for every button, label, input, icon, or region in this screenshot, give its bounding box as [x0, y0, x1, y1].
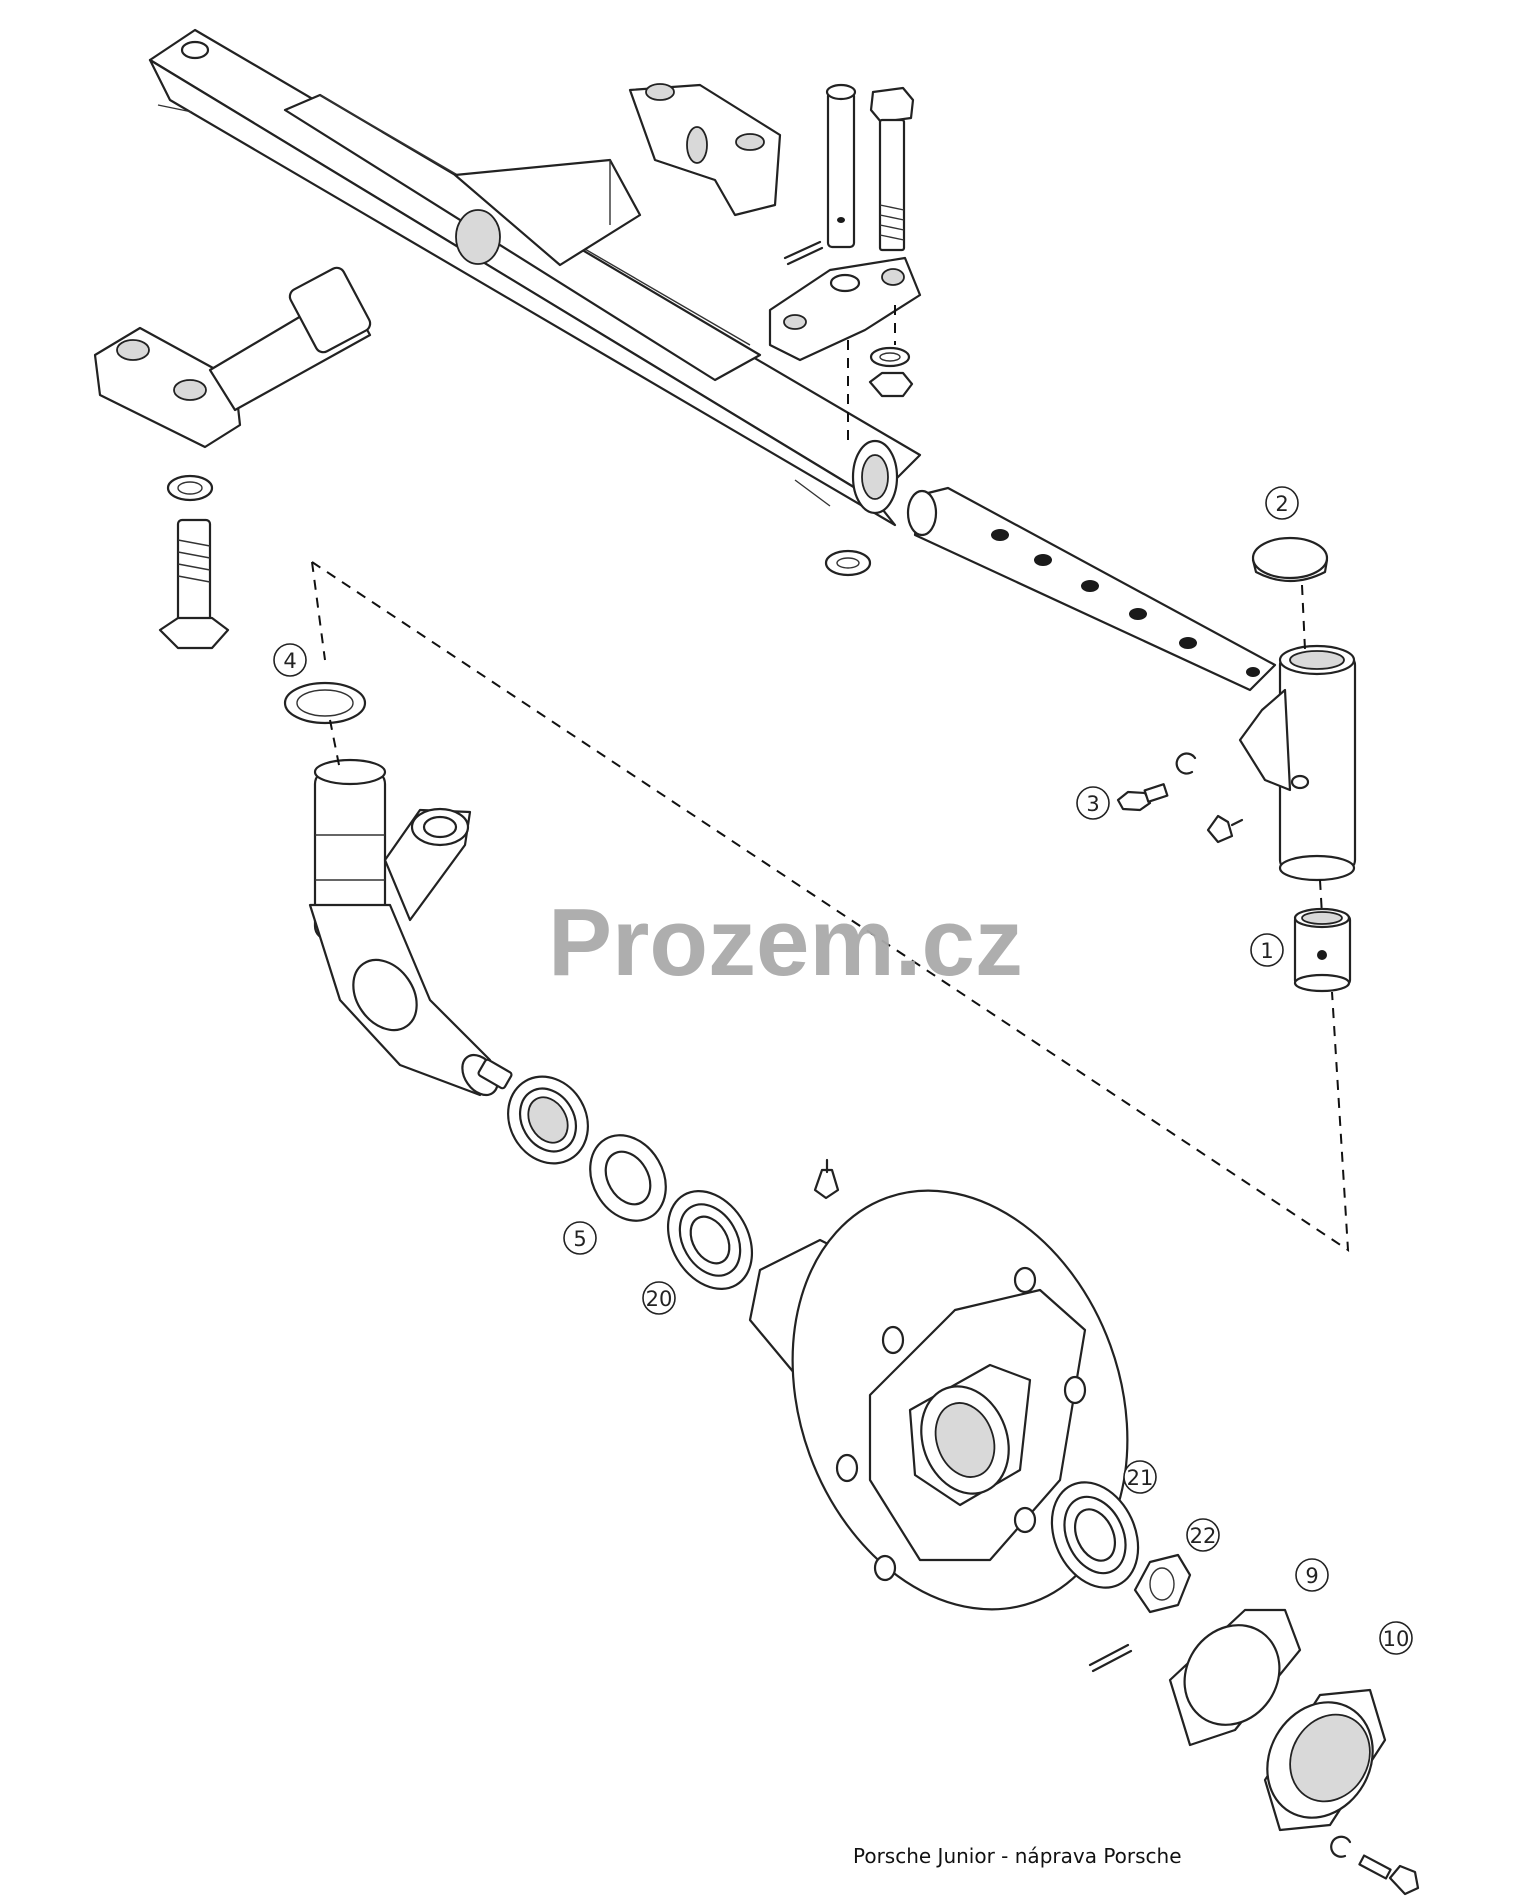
lock-washer-left [166, 474, 214, 502]
svg-text:4: 4 [283, 649, 296, 673]
pivot-bracket [628, 83, 782, 217]
callout-1: 1 [1250, 933, 1284, 967]
cap-circlip [1330, 1835, 1352, 1858]
grease-nipple [1206, 814, 1244, 844]
small-bolt [1116, 783, 1169, 812]
svg-text:1: 1 [1260, 939, 1273, 963]
callout-10: 10 [1379, 1621, 1413, 1655]
wheel-hub [748, 1189, 1129, 1611]
svg-text:21: 21 [1127, 1466, 1154, 1490]
axle-beam [148, 28, 922, 527]
clamp-washer [869, 346, 911, 368]
svg-text:9: 9 [1305, 1564, 1318, 1588]
steering-arm [93, 266, 372, 449]
callout-22: 22 [1186, 1518, 1220, 1552]
distance-ring [589, 1134, 667, 1222]
castle-nut [1133, 1553, 1192, 1614]
watermark: Prozem.cz [548, 889, 1023, 996]
kingpin-housing [1238, 644, 1357, 882]
thrust-ring [283, 681, 367, 725]
inner-bearing [666, 1190, 754, 1290]
steering-knuckle [308, 758, 513, 1097]
hub-cap-gasket [1168, 1608, 1302, 1747]
callout-2: 2 [1265, 486, 1299, 520]
circlip [1175, 752, 1197, 775]
clamp-bolt [869, 86, 915, 252]
cotter-pin-lower [1088, 1643, 1133, 1673]
callout-5: 5 [563, 1221, 597, 1255]
axle-extension-tube [906, 486, 1277, 692]
callout-4: 4 [273, 643, 307, 677]
callout-20: 20 [642, 1281, 676, 1315]
outer-bearing [1050, 1481, 1140, 1589]
beam-pivot-bushing [455, 209, 501, 265]
cotter-pin-top [783, 240, 824, 266]
hub-cap [1263, 1688, 1387, 1832]
callout-3: 3 [1076, 786, 1110, 820]
spacer-washer [824, 549, 872, 577]
hub-grease-nipple [813, 1158, 840, 1200]
svg-text:5: 5 [573, 1227, 586, 1251]
hub-seal [507, 1075, 589, 1165]
clamp-nut [868, 371, 914, 398]
callout-21: 21 [1123, 1460, 1157, 1494]
svg-text:10: 10 [1383, 1627, 1410, 1651]
svg-text:3: 3 [1086, 792, 1099, 816]
pivot-pin [825, 83, 857, 249]
assembly-lines [311, 305, 1350, 1252]
hex-bolt-left [158, 518, 230, 650]
kingpin-bushing [1293, 907, 1352, 993]
grease-cap [1251, 536, 1329, 582]
svg-text:2: 2 [1275, 492, 1288, 516]
cap-screw [1358, 1854, 1420, 1896]
callout-9: 9 [1295, 1558, 1329, 1592]
svg-text:20: 20 [646, 1287, 673, 1311]
diagram-caption: Porsche Junior - náprava Porsche [853, 1844, 1182, 1868]
svg-text:22: 22 [1190, 1524, 1217, 1548]
axle-clamp [768, 256, 922, 362]
